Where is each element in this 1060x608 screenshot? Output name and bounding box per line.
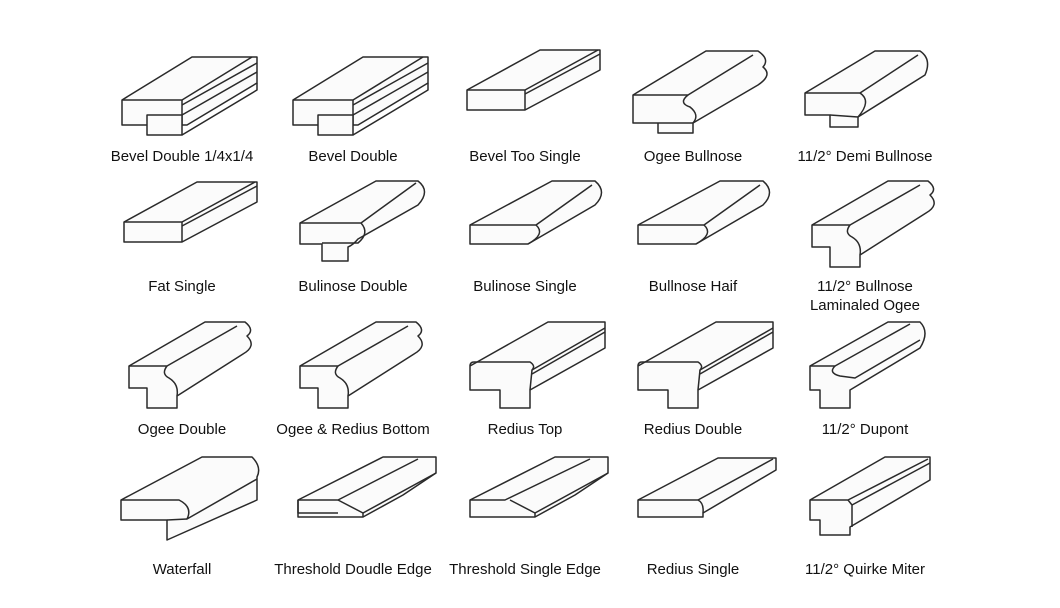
profile-label: Redius Double [643, 421, 743, 438]
profile-label: Threshold Doudle Edge [274, 561, 432, 578]
profile-card: 11/2° Quirke Miter [780, 455, 950, 595]
profile-label: 11/2° Dupont [821, 421, 909, 438]
profile-label: Bulinose Double [298, 278, 408, 295]
profile-card: 11/2° Bullnose Laminaled Ogee [780, 177, 950, 317]
profile-label: Bulinose Single [473, 278, 577, 295]
profile-card: Ogee Bullnose [608, 45, 778, 185]
profile-label: Ogee Double [137, 421, 227, 438]
profile-card: Bulinose Single [440, 177, 610, 317]
profile-label: Bevel Double 1/4x1/4 [110, 148, 254, 165]
profile-label: Bullnose Haif [648, 278, 738, 295]
profile-card: Bullnose Haif [608, 177, 778, 317]
profile-label: Redius Single [646, 561, 740, 578]
profile-card: Threshold Single Edge [440, 455, 610, 595]
profile-card: Redius Double [608, 318, 778, 458]
profile-label: Bevel Too Single [469, 148, 581, 165]
profile-label: Redius Top [487, 421, 563, 438]
profile-card: Ogee Double [97, 318, 267, 458]
profile-label: Ogee Bullnose [643, 148, 743, 165]
profile-card: Bevel Double 1/4x1/4 [97, 45, 267, 185]
profile-card: Waterfall [97, 455, 267, 595]
profile-card: Bevel Double [268, 45, 438, 185]
profile-label: Ogee & Redius Bottom [276, 421, 430, 438]
profile-card: Bulinose Double [268, 177, 438, 317]
profile-label: 11/2° Bullnose Laminaled Ogee [809, 278, 921, 314]
profile-label: Threshold Single Edge [449, 561, 601, 578]
profile-label: Fat Single [148, 278, 216, 295]
profile-card: Redius Top [440, 318, 610, 458]
profile-label: 11/2° Quirke Miter [805, 561, 925, 578]
profile-card: Fat Single [97, 177, 267, 317]
profile-label: Bevel Double [308, 148, 398, 165]
profile-label: 11/2° Demi Bullnose [797, 148, 933, 165]
profile-card: Threshold Doudle Edge [268, 455, 438, 595]
profile-card: Redius Single [608, 455, 778, 595]
profile-card: Ogee & Redius Bottom [268, 318, 438, 458]
profile-card: Bevel Too Single [440, 45, 610, 185]
profile-label: Waterfall [152, 561, 212, 578]
profile-card: 11/2° Dupont [780, 318, 950, 458]
profile-card: 11/2° Demi Bullnose [780, 45, 950, 185]
